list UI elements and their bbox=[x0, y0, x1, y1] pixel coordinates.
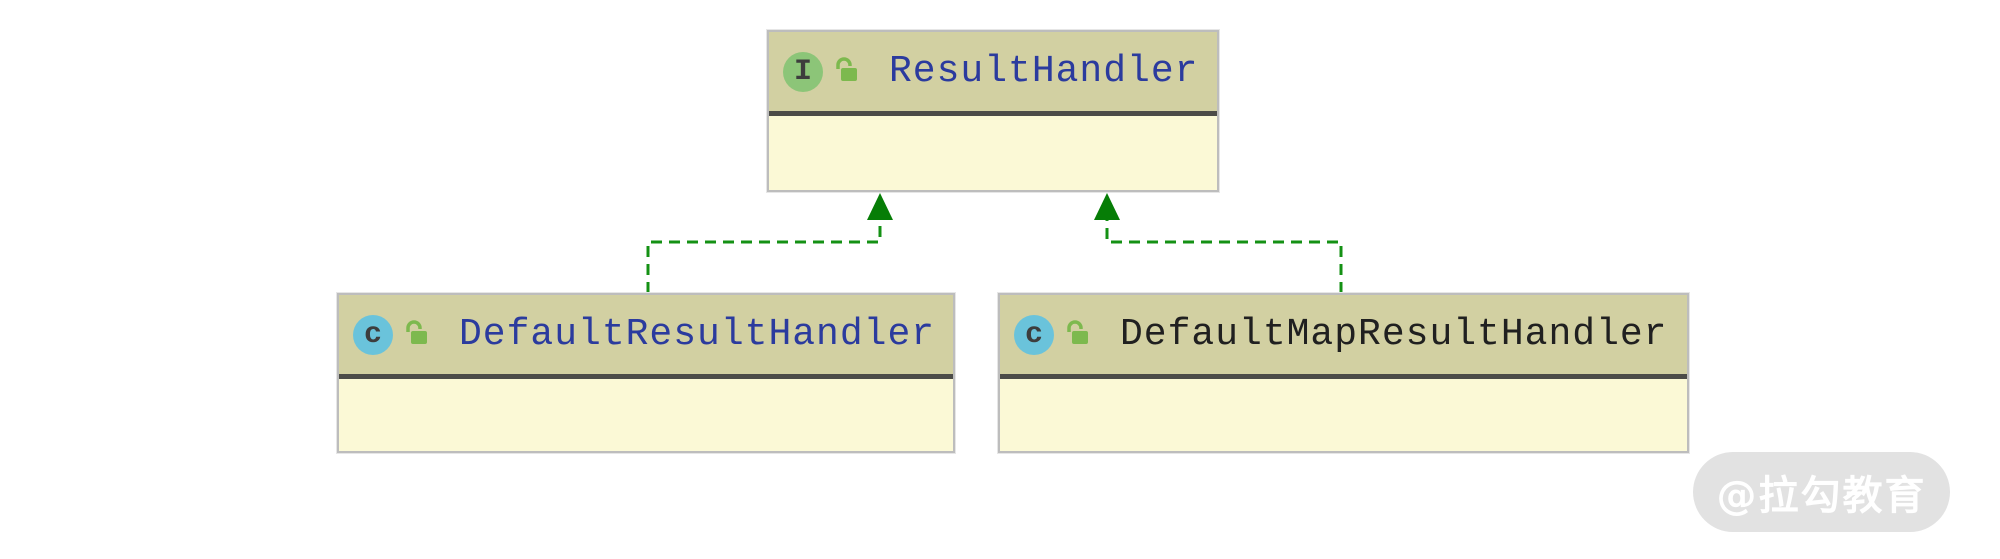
watermark-text: @拉勾教育 bbox=[1716, 473, 1927, 519]
arrowhead-icon bbox=[1094, 193, 1120, 220]
unlock-icon bbox=[1064, 319, 1090, 350]
node-header: c DefaultResultHandler bbox=[339, 295, 953, 379]
interface-badge-icon: I bbox=[783, 51, 823, 92]
arrowhead-icon bbox=[867, 193, 893, 220]
unlock-icon bbox=[833, 56, 859, 87]
node-default-result-handler[interactable]: c DefaultResultHandler bbox=[337, 293, 955, 453]
realization-edge-right bbox=[1105, 220, 1343, 293]
node-title: DefaultMapResultHandler bbox=[1120, 313, 1668, 356]
node-header: c DefaultMapResultHandler bbox=[1000, 295, 1687, 379]
node-header: I ResultHandler bbox=[769, 32, 1217, 116]
watermark-badge: @拉勾教育 bbox=[1693, 452, 1950, 532]
class-badge-icon: c bbox=[1014, 314, 1054, 355]
badge-letter: I bbox=[793, 54, 812, 89]
node-title: DefaultResultHandler bbox=[459, 313, 936, 356]
badge-letter: c bbox=[363, 317, 382, 352]
unlock-icon bbox=[403, 319, 429, 350]
realization-edge-left bbox=[646, 220, 882, 293]
node-title: ResultHandler bbox=[889, 50, 1199, 93]
class-badge-icon: c bbox=[353, 314, 393, 355]
node-default-map-result-handler[interactable]: c DefaultMapResultHandler bbox=[998, 293, 1689, 453]
node-result-handler[interactable]: I ResultHandler bbox=[767, 30, 1219, 192]
badge-letter: c bbox=[1024, 317, 1043, 352]
